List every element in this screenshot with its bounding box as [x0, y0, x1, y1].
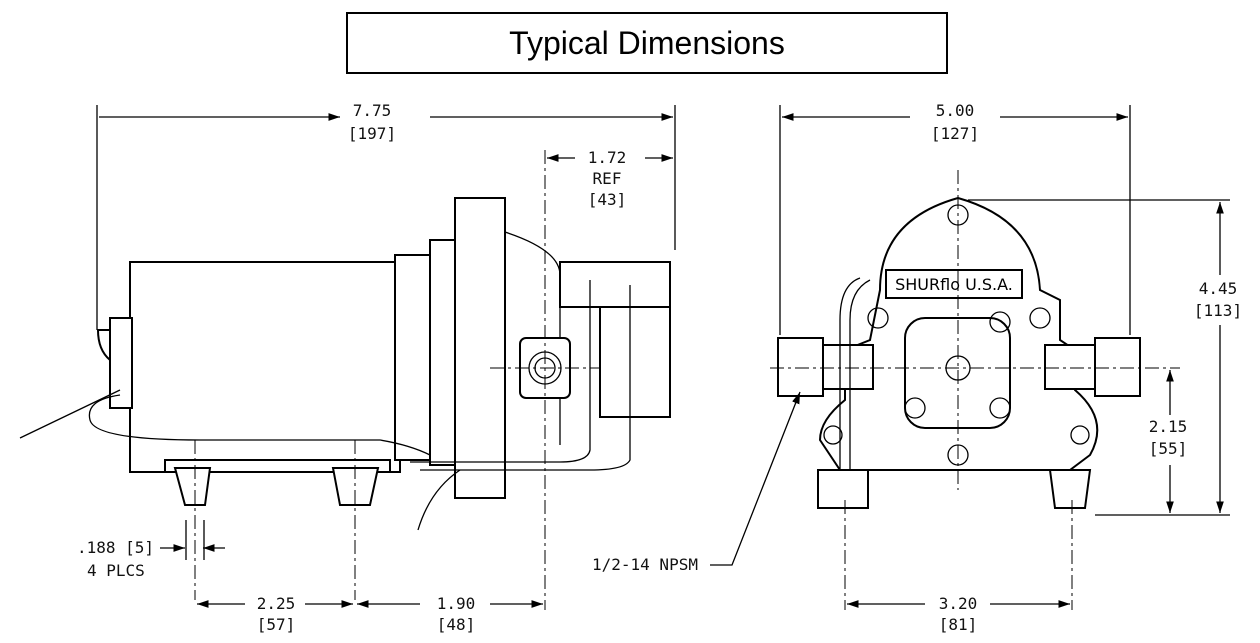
port-height-in: 2.15 — [1149, 417, 1188, 436]
height-mm: [113] — [1194, 301, 1242, 320]
drawing-title: Typical Dimensions — [346, 12, 948, 74]
ref-length-in: 1.72 — [588, 148, 627, 167]
side-view-pump — [19, 150, 671, 610]
foot-hole-note: 4 PLCS — [87, 561, 145, 580]
foot-hole-label: .188 [5] — [77, 538, 154, 557]
foot-spacing-mm: [57] — [257, 615, 296, 634]
overall-length-in: 7.75 — [353, 101, 392, 120]
width-in: 5.00 — [936, 101, 975, 120]
foot-to-port-mm: [48] — [437, 615, 476, 634]
front-view-pump — [770, 170, 1180, 610]
ref-length-note: REF — [593, 169, 622, 188]
brand-label: SHURflo U.S.A. — [895, 275, 1013, 294]
foot-spacing-in: 2.25 — [257, 594, 296, 613]
ref-length-mm: [43] — [588, 190, 627, 209]
front-foot-spacing-mm: [81] — [939, 615, 978, 634]
port-callout: 1/2-14 NPSM — [592, 555, 698, 574]
front-foot-spacing-in: 3.20 — [939, 594, 978, 613]
port-height-mm: [55] — [1149, 439, 1188, 458]
foot-to-port-in: 1.90 — [437, 594, 476, 613]
overall-length-mm: [197] — [348, 124, 396, 143]
height-in: 4.45 — [1199, 279, 1238, 298]
width-mm: [127] — [931, 124, 979, 143]
